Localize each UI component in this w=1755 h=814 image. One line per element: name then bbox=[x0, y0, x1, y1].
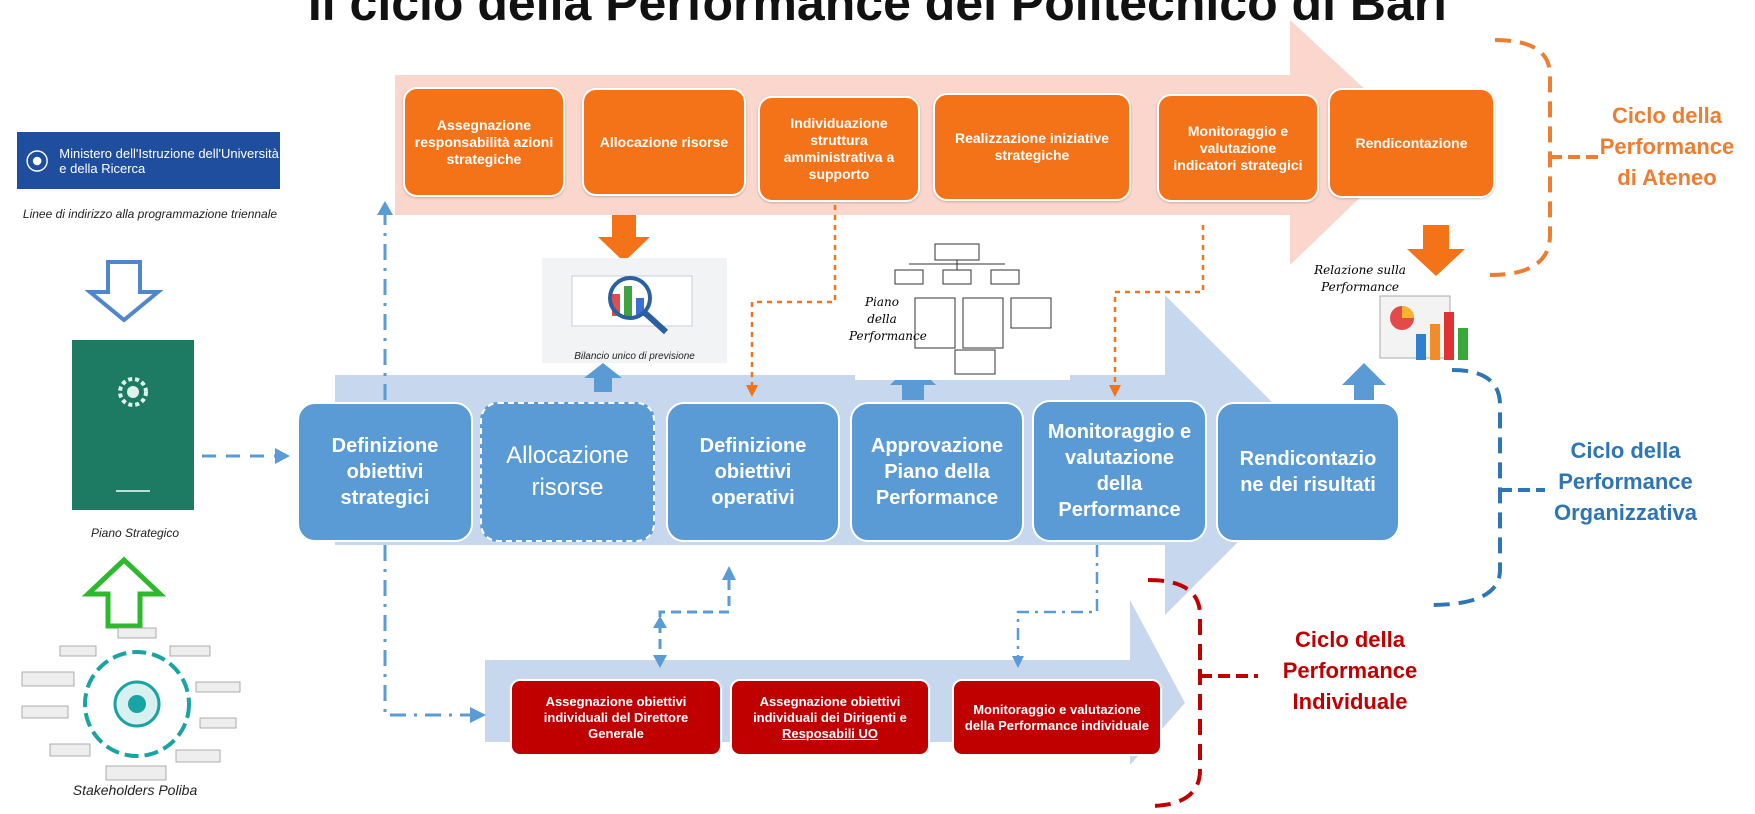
bilancio-caption: Bilancio unico di previsione bbox=[574, 351, 695, 362]
bottom-box-monitoraggio-individuale: Monitoraggio e valutazione della Perform… bbox=[952, 679, 1162, 756]
piano-performance-image: Piano della Performance bbox=[849, 240, 1070, 380]
gear-emblem-icon bbox=[116, 377, 150, 492]
top-box-individuazione: Individuazione struttura amministrativa … bbox=[758, 96, 920, 202]
piano-strategico-caption: Piano Strategico bbox=[90, 526, 180, 540]
page-title: Il ciclo della Performance del Politecni… bbox=[307, 0, 1448, 31]
magnifier-chart-icon bbox=[571, 275, 693, 335]
bottom-box-dirigenti-underlined: Resposabili UO bbox=[781, 725, 879, 741]
piano-strategico-cover bbox=[72, 340, 194, 510]
stakeholders-diagram bbox=[20, 626, 255, 786]
linee-caption: Linee di indirizzo alla programmazione t… bbox=[22, 207, 278, 221]
top-box-assegnazione: Assegnazione responsabilità azioni strat… bbox=[403, 87, 565, 197]
bottom-box-dirigenti: Assegnazione obiettivi individuali dei D… bbox=[730, 679, 930, 756]
relazione-image bbox=[1372, 290, 1478, 370]
mid-box-rendicontazione: Rendicontazio ne dei risultati bbox=[1216, 402, 1400, 542]
mid-box-definizione-operativi: Definizione obiettivi operativi bbox=[666, 402, 840, 542]
orange-down-arrow-1 bbox=[598, 215, 650, 262]
report-chart-icon bbox=[1379, 295, 1468, 360]
top-box-realizzazione: Realizzazione iniziative strategiche bbox=[933, 93, 1131, 201]
ministry-logo: Ministero dell'Istruzione dell'Universit… bbox=[17, 132, 280, 189]
cycle-label-ateneo: Ciclo della Performance di Ateneo bbox=[1599, 103, 1735, 190]
top-box-rendicontazione: Rendicontazione bbox=[1328, 88, 1495, 198]
bilancio-image: Bilancio unico di previsione bbox=[542, 258, 727, 363]
mid-box-monitoraggio: Monitoraggio e valutazione della Perform… bbox=[1032, 400, 1207, 542]
ministry-logo-text: Ministero dell'Istruzione dell'Universit… bbox=[59, 145, 279, 176]
cycle-label-organizzativa: Ciclo della Performance Organizzativa bbox=[1553, 438, 1698, 525]
top-box-monitoraggio: Monitoraggio e valutazione indicatori st… bbox=[1157, 94, 1319, 202]
relazione-caption: Relazione sulla Performance bbox=[1314, 263, 1406, 294]
bottom-box-direttore: Assegnazione obiettivi individuali del D… bbox=[510, 679, 722, 756]
mid-box-definizione-strategici: Definizione obiettivi strategici bbox=[297, 402, 473, 542]
green-up-arrow bbox=[81, 556, 167, 629]
mid-box-approvazione-piano: Approvazione Piano della Performance bbox=[850, 402, 1024, 542]
mid-box-allocazione-risorse: Allocazione risorse bbox=[480, 402, 655, 542]
stakeholders-caption: Stakeholders Poliba bbox=[72, 782, 198, 798]
bottom-box-dirigenti-text: Assegnazione obiettivi individuali dei D… bbox=[753, 693, 907, 725]
stakeholders-wheel-icon bbox=[21, 627, 241, 781]
emblem-icon bbox=[26, 149, 48, 172]
hollow-down-arrow bbox=[84, 260, 164, 323]
top-box-allocazione: Allocazione risorse bbox=[582, 88, 746, 196]
orange-down-arrow-2 bbox=[1407, 225, 1465, 276]
cycle-label-individuale: Ciclo della Performance Individuale bbox=[1282, 627, 1418, 714]
org-chart-icon bbox=[894, 243, 1052, 375]
piano-performance-caption: Piano della Performance bbox=[849, 295, 927, 343]
